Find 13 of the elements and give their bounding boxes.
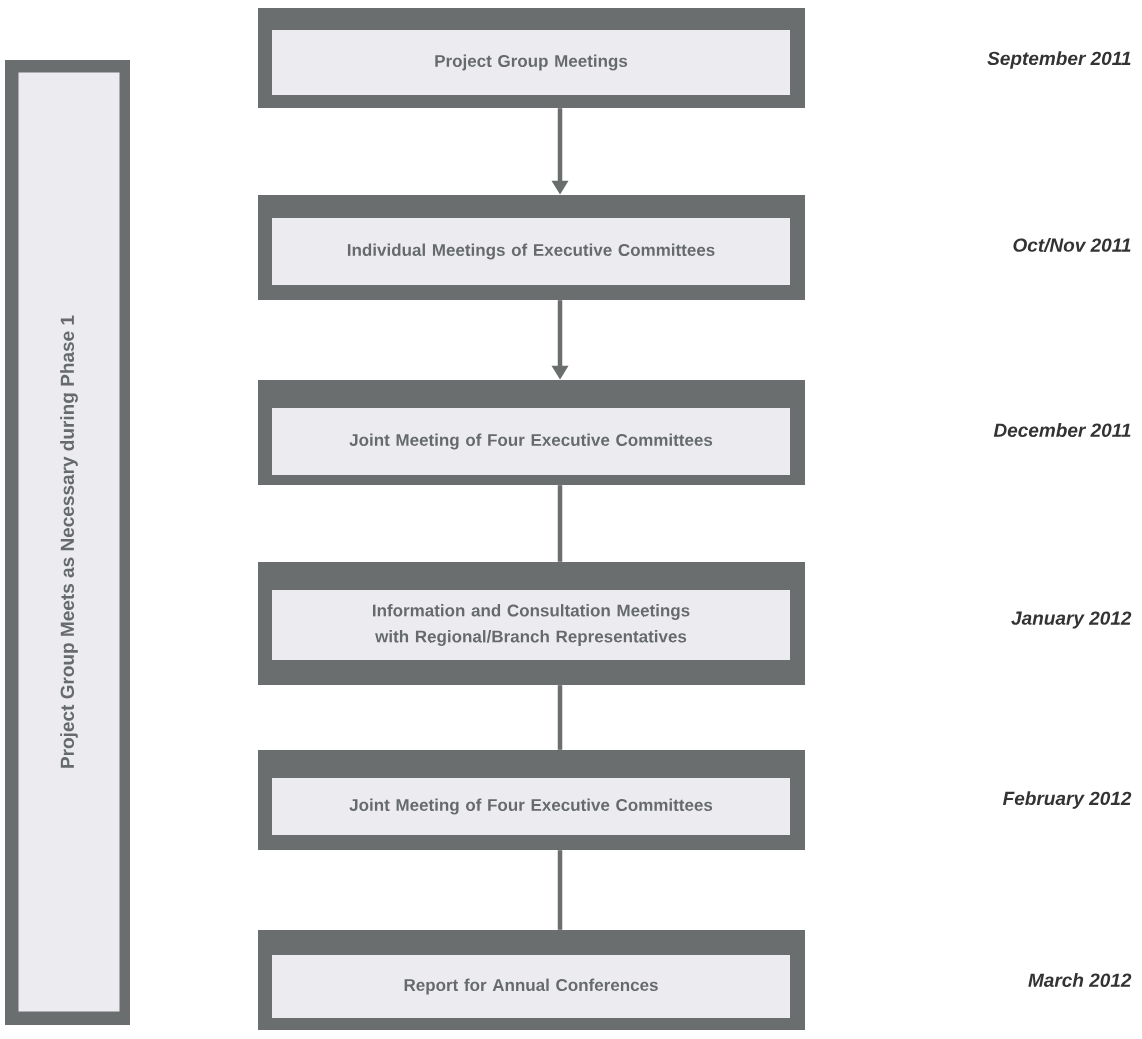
date-label: Oct/Nov 2011 — [1013, 237, 1131, 253]
date-label: January 2012 — [1011, 611, 1132, 629]
process-box: Project Group Meetings — [258, 8, 805, 108]
process-box: Joint Meeting of Four Executive Committees — [258, 750, 805, 850]
date-label: February 2012 — [1002, 791, 1132, 809]
process-box: Information and Consultation Meetings with Regional/Branch Representatives — [258, 562, 805, 685]
date-label: September 2011 — [987, 51, 1131, 69]
side-band: Project Group Meets as Necessary during Phase 1 — [5, 60, 130, 1025]
process-box: Joint Meeting of Four Executive Committees — [258, 380, 805, 485]
date-label: March 2012 — [1028, 973, 1132, 987]
process-box: Individual Meetings of Executive Committees — [258, 195, 805, 300]
date-label: December 2011 — [993, 423, 1131, 437]
process-box: Report for Annual Conferences — [258, 930, 805, 1030]
